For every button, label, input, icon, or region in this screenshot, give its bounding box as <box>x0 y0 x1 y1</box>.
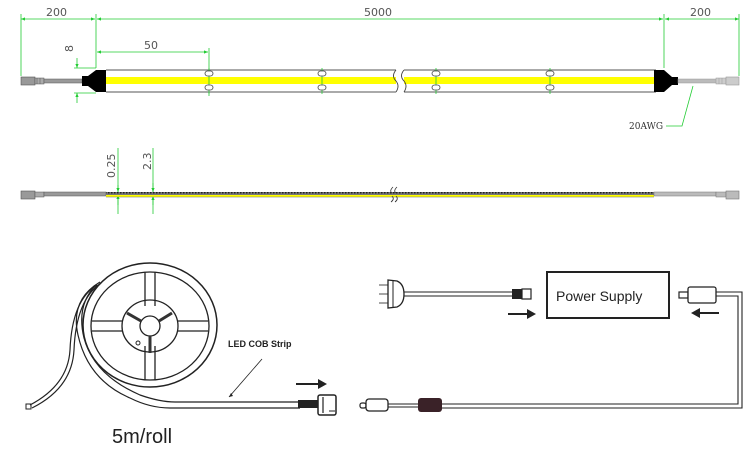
side-strip-body <box>106 192 654 195</box>
wire-gauge-leader <box>666 85 694 127</box>
strip-label-leader <box>228 358 263 398</box>
right-wire <box>677 78 719 84</box>
reel-spokes <box>92 272 208 380</box>
cut-mark <box>431 68 441 94</box>
left-end-cap <box>82 70 106 92</box>
pigtail-connector <box>25 403 32 410</box>
dc-plug <box>359 291 743 412</box>
side-view: 0.25 2.3 <box>20 148 740 214</box>
psu-output-arrow <box>691 308 719 318</box>
dim-left-lead: 200 <box>46 6 67 19</box>
strip-connector <box>298 394 337 416</box>
strip-plug <box>317 394 337 416</box>
cut-marks <box>204 68 555 94</box>
right-end-cap <box>654 70 678 92</box>
reel-cable-inner <box>81 284 300 403</box>
reel-center <box>139 315 161 337</box>
top-view: 200 5000 200 50 8 <box>20 6 740 132</box>
dim-strip-length: 5000 <box>364 6 392 19</box>
wire-gauge-label: 20AWG <box>629 122 663 132</box>
ac-connector <box>512 289 522 299</box>
power-supply-label: Power Supply <box>556 288 642 304</box>
dim-width: 8 <box>63 45 76 52</box>
left-connector <box>20 70 106 92</box>
supply-cable <box>442 295 739 405</box>
break-mark <box>393 69 407 93</box>
reel <box>25 262 300 410</box>
side-strip-led <box>106 195 654 197</box>
left-wire <box>43 78 83 84</box>
cut-mark <box>204 68 214 94</box>
side-left-wire <box>43 191 107 197</box>
power-supply-box <box>546 271 670 319</box>
ac-input-arrow <box>508 309 536 319</box>
dimension-lines <box>21 17 739 103</box>
strip-label: LED COB Strip <box>228 339 292 349</box>
led-line-right <box>404 77 656 84</box>
ac-plug <box>379 279 532 309</box>
led-line-left <box>106 77 396 84</box>
strip-arrow <box>296 379 327 389</box>
psu-output-plug <box>678 286 717 304</box>
roll-label: 5m/roll <box>112 426 172 448</box>
left-pigtail <box>29 284 98 406</box>
side-right-wire <box>653 191 717 197</box>
installation-diagram <box>25 262 743 416</box>
dim-thickness-a: 0.25 <box>105 154 118 179</box>
dim-right-lead: 200 <box>690 6 711 19</box>
cut-mark <box>317 68 327 94</box>
right-connector <box>654 70 740 92</box>
dim-segment: 50 <box>144 39 158 52</box>
cut-mark <box>545 68 555 94</box>
strip-body-top <box>106 69 656 93</box>
ferrite-bead <box>418 398 442 412</box>
dim-thickness-b: 2.3 <box>141 153 154 171</box>
side-break-mark <box>390 186 398 203</box>
